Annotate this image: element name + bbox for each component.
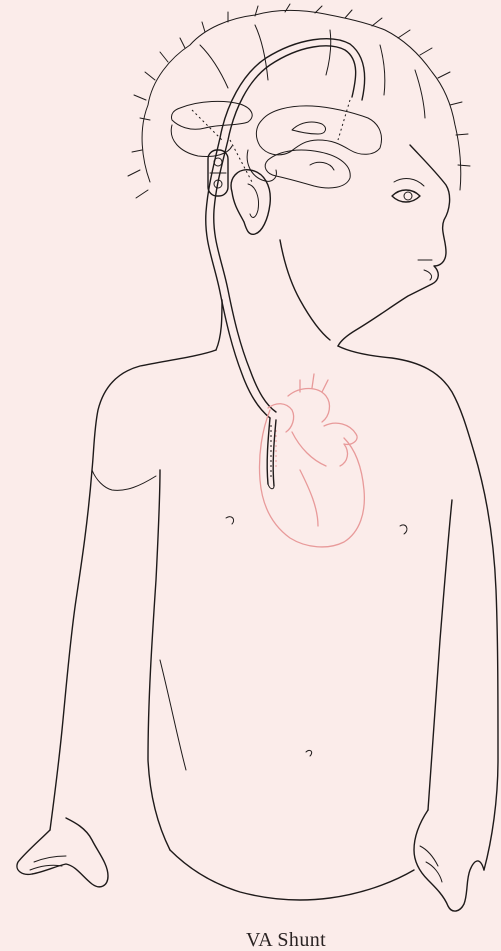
- face: [216, 145, 450, 350]
- figure-caption: VA Shunt: [246, 929, 326, 951]
- brain-ventricles: [171, 101, 381, 188]
- heart: [259, 374, 364, 547]
- hair: [128, 4, 470, 198]
- shunt-tubing: [192, 39, 365, 418]
- ear: [231, 170, 270, 235]
- body: [17, 346, 498, 911]
